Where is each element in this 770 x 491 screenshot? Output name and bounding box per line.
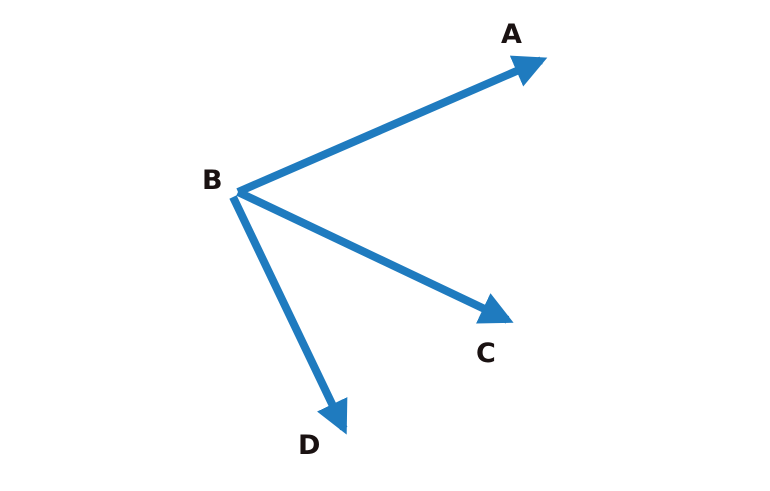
ray-bc-arrow <box>236 188 514 324</box>
point-label-c: C <box>476 338 496 369</box>
vertex-label-b: B <box>202 165 223 196</box>
point-label-d: D <box>298 430 321 461</box>
point-label-a: A <box>501 19 522 50</box>
ray-bd-arrow <box>229 195 348 435</box>
ray-ba-arrow <box>236 55 548 196</box>
